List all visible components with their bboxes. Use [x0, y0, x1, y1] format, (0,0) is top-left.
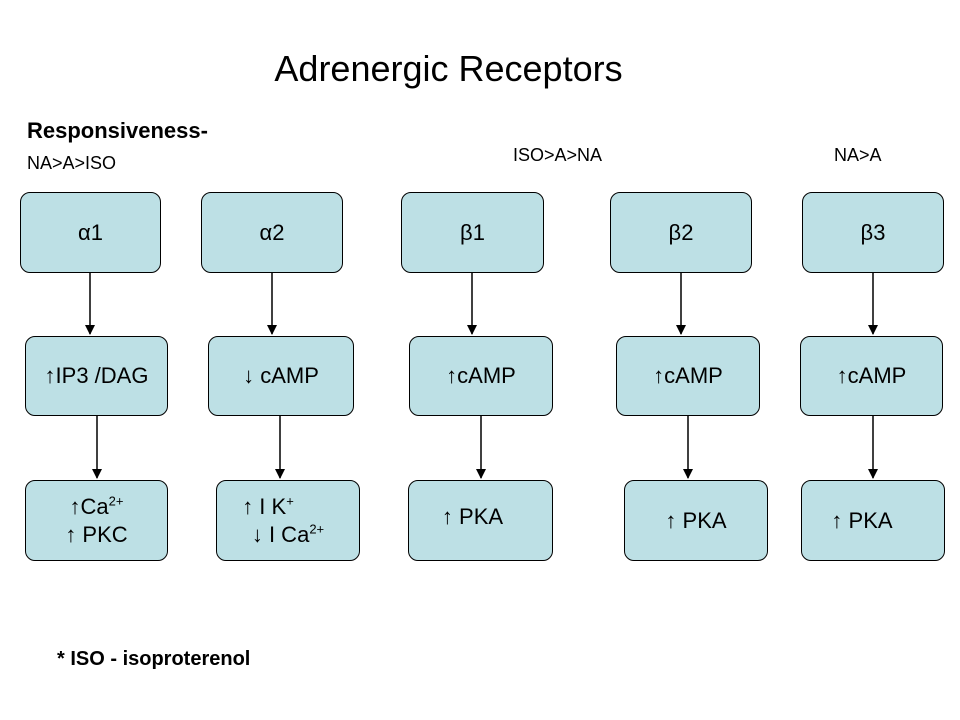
- effect-beta3-line1: ↑ PKA: [831, 507, 893, 533]
- messenger-beta3-box: ↑cAMP: [800, 336, 943, 416]
- messenger-alpha2-label: ↓ cAMP: [243, 363, 319, 389]
- messenger-beta1-box: ↑cAMP: [409, 336, 553, 416]
- page-title: Adrenergic Receptors: [274, 48, 623, 89]
- effect-beta1-box: ↑ PKA: [408, 480, 553, 561]
- receptor-alpha2-box: α2: [201, 192, 343, 273]
- effect-alpha1-box: ↑Ca2+ ↑ PKC: [25, 480, 168, 561]
- receptor-beta3-label: β3: [860, 219, 886, 245]
- effect-alpha1-line2: ↑ PKC: [65, 521, 128, 547]
- effect-beta1-line1: ↑ PKA: [441, 503, 504, 529]
- receptor-beta2-label: β2: [668, 219, 694, 245]
- effect-alpha2-line1: ↑ I K+: [242, 493, 294, 519]
- receptor-beta1-label: β1: [460, 219, 485, 245]
- messenger-alpha1-box: ↑IP3 /DAG: [25, 336, 168, 416]
- messenger-beta1-label: ↑cAMP: [446, 363, 516, 389]
- beta1-beta2-order-label: ISO>A>NA: [513, 145, 603, 165]
- footnote: * ISO - isoproterenol: [57, 648, 251, 670]
- beta3-order-label: NA>A: [834, 145, 882, 165]
- messenger-alpha1-label: ↑IP3 /DAG: [44, 363, 149, 389]
- receptor-beta2-box: β2: [610, 192, 752, 273]
- messenger-alpha2-box: ↓ cAMP: [208, 336, 354, 416]
- effect-alpha2-box: ↑ I K+ ↓ I Ca2+: [216, 480, 360, 561]
- receptor-beta3-box: β3: [802, 192, 944, 273]
- effect-alpha1-line1: ↑Ca2+: [69, 493, 124, 519]
- responsiveness-label: Responsiveness-: [27, 118, 208, 143]
- effect-beta2-box: ↑ PKA: [624, 480, 768, 561]
- messenger-beta3-label: ↑cAMP: [836, 363, 907, 389]
- receptor-alpha2-label: α2: [259, 219, 285, 245]
- receptor-alpha1-label: α1: [78, 219, 103, 245]
- messenger-beta2-label: ↑cAMP: [653, 363, 723, 389]
- messenger-beta2-box: ↑cAMP: [616, 336, 760, 416]
- effect-alpha2-line2: ↓ I Ca2+: [251, 521, 325, 547]
- effect-beta3-box: ↑ PKA: [801, 480, 945, 561]
- effect-beta2-line1: ↑ PKA: [665, 507, 727, 533]
- alpha-order-label: NA>A>ISO: [27, 153, 117, 173]
- receptor-alpha1-box: α1: [20, 192, 161, 273]
- receptor-beta1-box: β1: [401, 192, 544, 273]
